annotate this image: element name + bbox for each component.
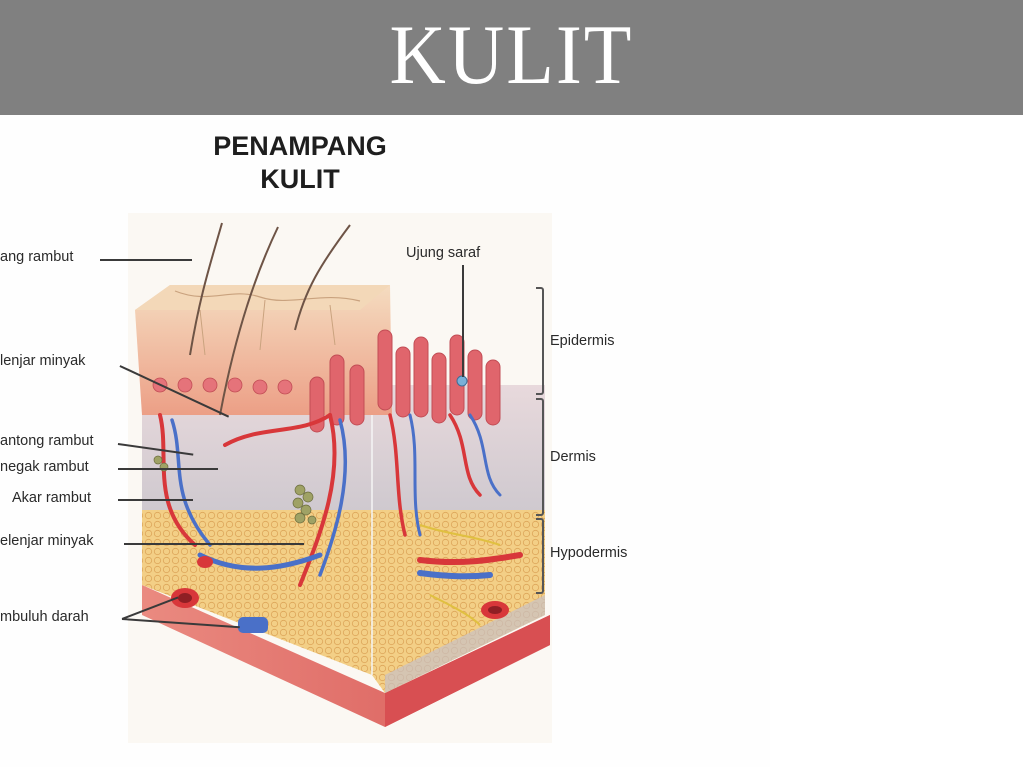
leader-line bbox=[462, 265, 464, 377]
leader-line bbox=[124, 543, 304, 545]
slide-header: KULIT bbox=[0, 0, 1023, 115]
label-otot-penegak-rambut: negak rambut bbox=[0, 459, 89, 475]
label-kelenjar-minyak-lower: elenjar minyak bbox=[0, 533, 94, 549]
label-pembuluh-darah: mbuluh darah bbox=[0, 609, 89, 625]
label-kelenjar-minyak-upper: lenjar minyak bbox=[0, 353, 86, 369]
skin-illustration bbox=[128, 213, 552, 743]
label-kantong-rambut: antong rambut bbox=[0, 433, 94, 449]
bracket-dermis bbox=[536, 398, 544, 516]
figure-title-line1: PENAMPANG bbox=[213, 131, 387, 161]
skin-cross-section-figure: PENAMPANG KULIT bbox=[0, 115, 770, 767]
slide-title: KULIT bbox=[389, 7, 634, 102]
label-batang-rambut: ang rambut bbox=[0, 249, 74, 265]
leader-line bbox=[100, 259, 192, 261]
figure-title-line2: KULIT bbox=[260, 164, 340, 194]
label-dermis: Dermis bbox=[550, 449, 596, 465]
label-hypodermis: Hypodermis bbox=[550, 545, 628, 561]
label-ujung-saraf: Ujung saraf bbox=[406, 245, 481, 261]
figure-title: PENAMPANG KULIT bbox=[150, 130, 450, 196]
bracket-epidermis bbox=[536, 287, 544, 395]
leader-line bbox=[118, 499, 193, 501]
bracket-hypodermis bbox=[536, 518, 544, 594]
label-epidermis: Epidermis bbox=[550, 333, 615, 349]
leader-line bbox=[118, 468, 218, 470]
label-akar-rambut: Akar rambut bbox=[12, 490, 91, 506]
